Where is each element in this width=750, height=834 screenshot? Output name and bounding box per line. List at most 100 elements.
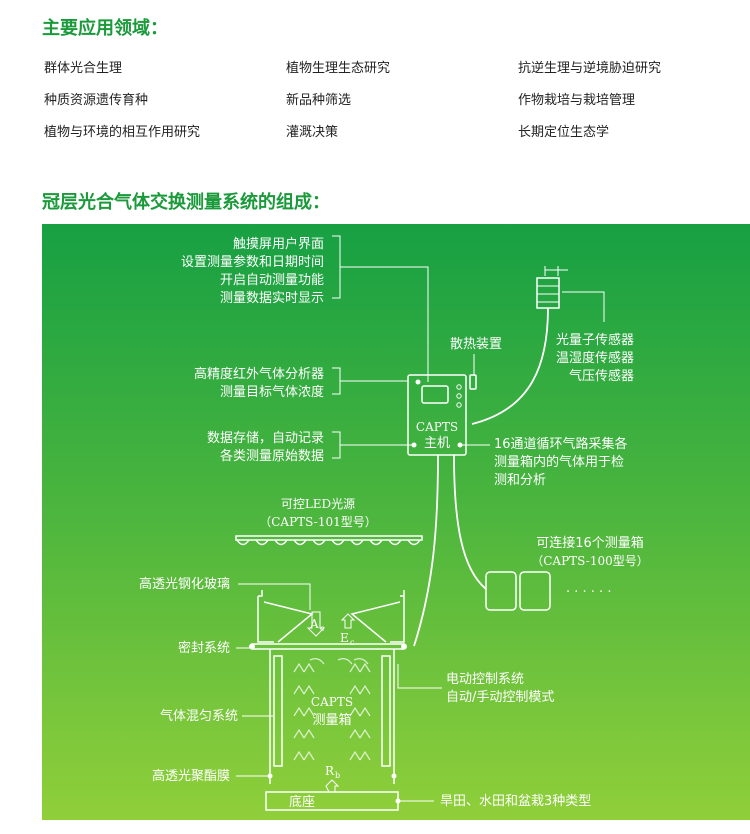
composition-title: 冠层光合气体交换测量系统的组成： — [42, 192, 330, 213]
lid-left-panel — [263, 601, 314, 643]
airflow-arrow-icon — [303, 684, 315, 695]
sensor-leader — [562, 291, 605, 322]
motor-leader — [397, 664, 442, 689]
led-lamps — [236, 539, 421, 546]
host-unit — [407, 374, 467, 456]
boxes-more: · · · · · · — [566, 585, 611, 600]
lid-left-frame — [257, 590, 274, 643]
channels-label-3: 测和分析 — [494, 473, 546, 488]
storage-label-1: 数据存储，自动记录 — [207, 431, 324, 446]
measurement-box-icon — [485, 571, 517, 611]
measurement-box-icon — [519, 571, 551, 611]
analyzer-label-1: 高精度红外气体分析器 — [194, 366, 324, 382]
touchscreen-bracket — [332, 235, 341, 299]
airflow-arrow-icon — [349, 706, 361, 717]
symbol-r-sub: b — [335, 771, 340, 780]
airflow-arrow-icon — [293, 662, 305, 673]
airflow-arrow-icon — [359, 684, 371, 695]
sensor-label-2: 温湿度传感器 — [556, 350, 634, 366]
cooling-label: 散热装置 — [450, 337, 502, 352]
host-label: 主机 — [424, 436, 450, 451]
application-item: 灌溉决策 — [286, 125, 339, 140]
chamber-label: 测量箱 — [312, 712, 351, 728]
touchscreen-label-2: 设置测量参数和日期时间 — [181, 254, 324, 270]
sensor-label-1: 光量子传感器 — [556, 332, 634, 348]
airflow-arrow-icon — [349, 750, 361, 761]
application-item: 作物栽培与栽培管理 — [518, 93, 636, 108]
touchscreen-label-3: 开启自动测量功能 — [220, 273, 324, 288]
film-dot-icon — [391, 773, 397, 779]
host-chamber-cable — [413, 454, 439, 647]
base-dot-icon — [395, 798, 401, 804]
boxes-model: （CAPTS-100型号） — [531, 554, 649, 568]
host-port-icon — [456, 402, 462, 408]
channels-label-1: 16通道循环气路采集各 — [494, 436, 628, 452]
airflow-arrow-icon — [349, 728, 361, 739]
glass-label: 高透光钢化玻璃 — [139, 576, 230, 592]
lid-right-panel — [350, 601, 401, 643]
lid-right-frame — [390, 590, 405, 643]
host-port-icon — [456, 384, 462, 390]
arrow-down-icon — [306, 611, 326, 637]
analyzer-label-2: 测量目标气体浓度 — [220, 384, 324, 400]
host-screen-icon — [421, 385, 449, 404]
base-frame — [265, 791, 399, 811]
airflow-arrow-icon — [359, 750, 371, 761]
led-lamp-icon — [369, 539, 383, 546]
seal-label: 密封系统 — [178, 640, 230, 656]
airflow-arrow-icon — [359, 662, 371, 673]
led-label: 可控LED光源 — [281, 497, 355, 511]
host-button-icon — [415, 379, 421, 385]
base-label: 底座 — [289, 794, 315, 810]
chamber-left-fan-column — [273, 655, 283, 767]
airflow-arrows — [293, 658, 371, 761]
field-types-label: 旱田、水田和盆栽3种类型 — [440, 793, 591, 809]
led-lamp-icon — [293, 539, 307, 546]
airflow-arrow-icon — [303, 706, 315, 717]
touchscreen-label-1: 触摸屏用户界面 — [233, 236, 324, 252]
airflow-arrow-icon — [303, 728, 315, 739]
airflow-arrow-icon — [337, 658, 353, 665]
cooling-fan-icon — [469, 374, 477, 390]
led-lamp-icon — [331, 539, 345, 546]
glass-leader — [238, 583, 311, 610]
symbol-a: A — [309, 617, 319, 631]
storage-dot-icon — [411, 442, 417, 448]
channels-label-2: 测量箱内的气体用于检 — [494, 454, 624, 470]
airflow-arrow-icon — [293, 706, 305, 717]
seal-dot-icon — [249, 643, 255, 650]
storage-bracket — [332, 431, 341, 459]
airflow-arrow-icon — [349, 684, 361, 695]
airflow-arrow-icon — [293, 728, 305, 739]
seal-dot-icon — [401, 643, 407, 650]
sensor-label-3: 气压传感器 — [569, 368, 634, 384]
application-item: 抗逆生理与逆境胁迫研究 — [518, 61, 662, 76]
airflow-arrow-icon — [303, 662, 315, 673]
led-model: （CAPTS-101型号） — [259, 515, 377, 529]
host-boxes-cable — [453, 454, 487, 590]
led-lamp-icon — [388, 539, 402, 546]
applications-title: 主要应用领域： — [42, 18, 168, 39]
film-dot-icon — [267, 773, 273, 779]
led-lamp-icon — [407, 539, 421, 546]
application-item: 植物与环境的相互作用研究 — [44, 125, 201, 140]
airflow-arrow-icon — [303, 750, 315, 761]
host-port-icon — [456, 393, 462, 399]
film-label: 高透光聚酯膜 — [152, 768, 230, 784]
boxes-label: 可连接16个测量箱 — [536, 535, 644, 551]
led-bar — [235, 535, 423, 541]
chamber-name: CAPTS — [311, 695, 353, 709]
symbol-r: R — [325, 764, 335, 778]
airflow-arrow-icon — [359, 728, 371, 739]
application-item: 群体光合生理 — [44, 61, 123, 76]
host-name: CAPTS — [416, 420, 458, 434]
system-diagram-svg: 触摸屏用户界面 设置测量参数和日期时间 开启自动测量功能 测量数据实时显示 散热… — [139, 235, 649, 811]
led-lamp-icon — [274, 539, 288, 546]
analyzer-bracket — [332, 367, 341, 395]
led-lamp-icon — [312, 539, 326, 546]
chamber-right-fan-column — [381, 655, 391, 767]
touchscreen-leader — [340, 266, 429, 382]
mixing-label: 气体混匀系统 — [160, 708, 238, 724]
arrow-up-icon — [325, 779, 340, 793]
sensor-cable — [471, 307, 549, 425]
